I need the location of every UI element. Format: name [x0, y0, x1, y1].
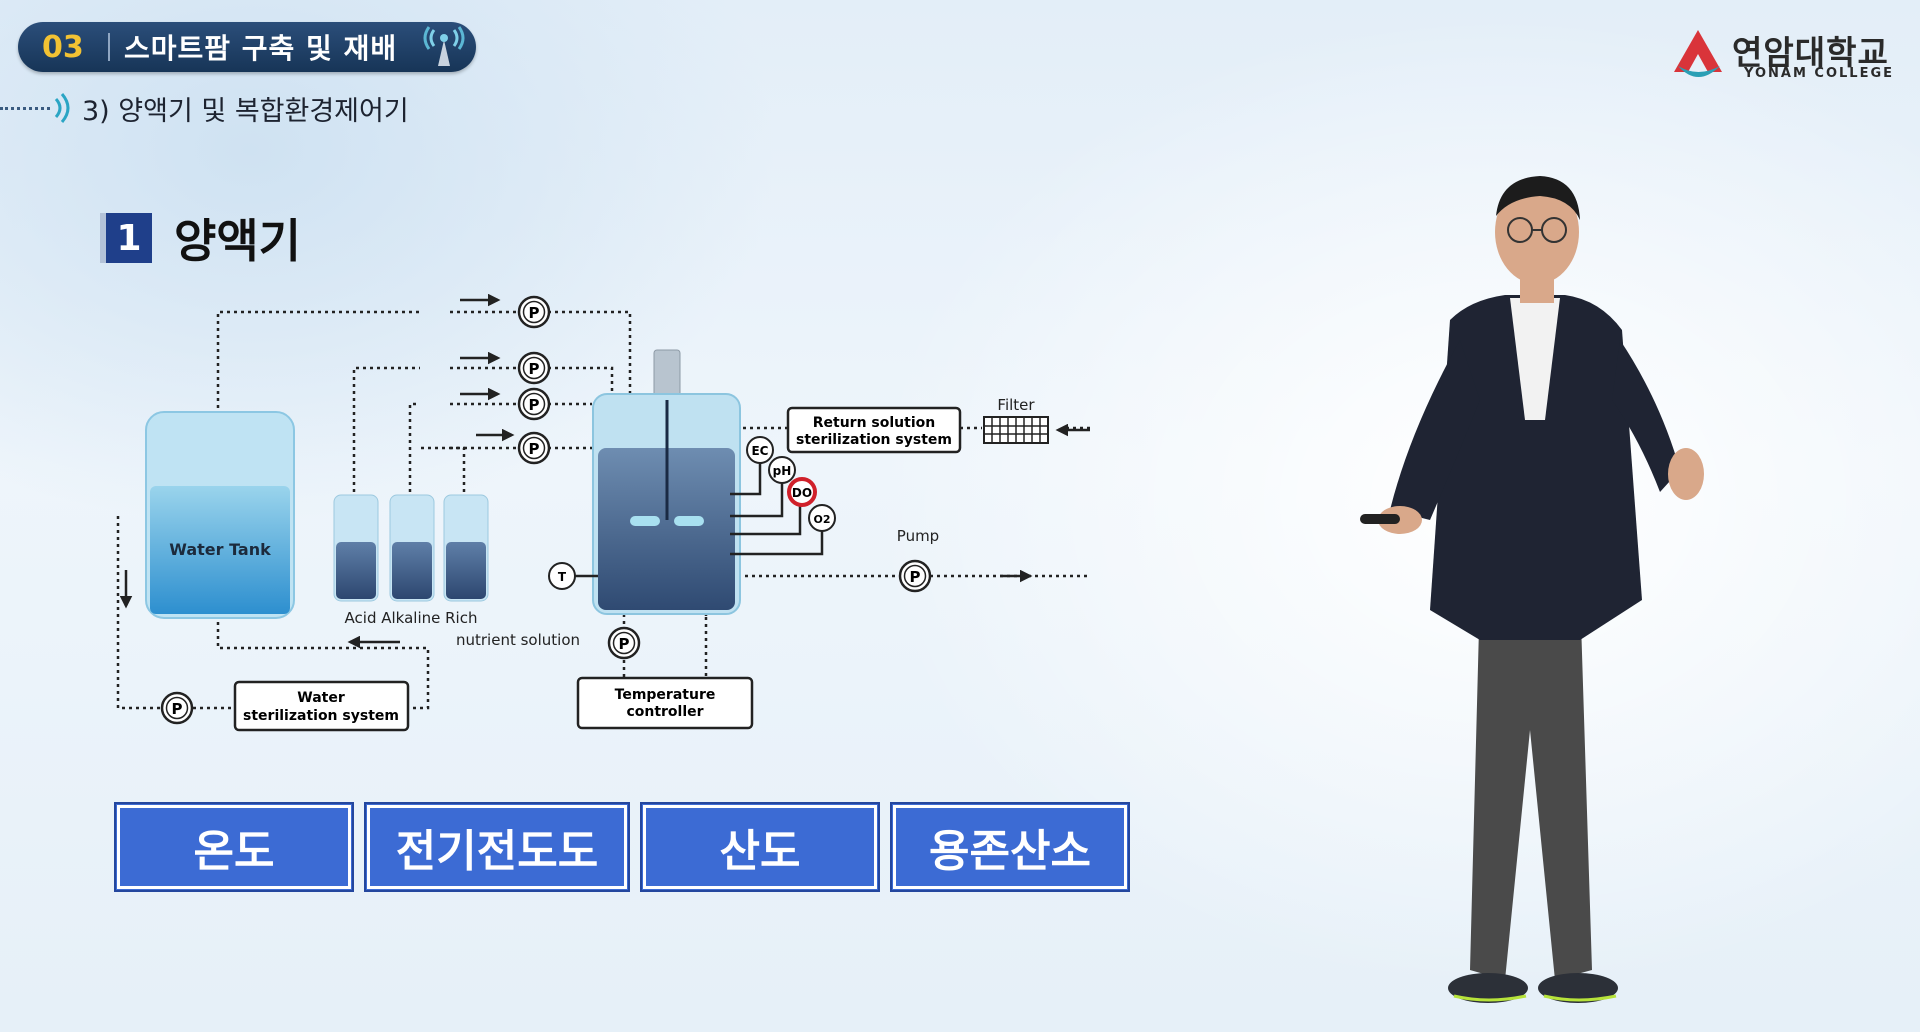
- svg-text:P: P: [529, 360, 540, 378]
- nutrient-system-diagram: Water Tank Acid Alkaline Rich nutrient s…: [100, 280, 1120, 750]
- return-sterilization-box: Return solution sterilization system: [788, 408, 960, 452]
- section-header: 03 스마트팜 구축 및 재배: [18, 22, 476, 72]
- temperature-controller-box: Temperature controller: [578, 678, 752, 728]
- pump-icon: P: [162, 693, 192, 723]
- sensor-ph: pH: [773, 464, 792, 478]
- heading-title: 양액기: [174, 205, 301, 271]
- filter-label: Filter: [997, 396, 1035, 414]
- svg-text:P: P: [529, 440, 540, 458]
- svg-text:sterilization system: sterilization system: [243, 708, 399, 724]
- acid-alkaline-tanks: Acid Alkaline Rich nutrient solution: [334, 495, 580, 649]
- svg-text:Water: Water: [297, 690, 345, 706]
- sensor-do: DO: [792, 486, 812, 500]
- pump-icon: P: [519, 297, 549, 327]
- filter: Filter: [984, 396, 1048, 443]
- signal-icon: [52, 91, 72, 125]
- section-title: 스마트팜 구축 및 재배: [124, 27, 397, 67]
- pump-icon: P: [519, 433, 549, 463]
- pump-icon: P: [609, 628, 639, 658]
- svg-text:P: P: [619, 635, 630, 653]
- thermometer-icon: T: [549, 563, 598, 589]
- water-tank: Water Tank: [146, 412, 294, 618]
- subtitle: 3) 양액기 및 복합환경제어기: [82, 89, 409, 128]
- logo-mark-icon: [1670, 26, 1726, 82]
- sensor-ec: EC: [751, 444, 768, 458]
- dotted-lead: [0, 107, 50, 110]
- param-conductivity: 전기전도도: [364, 802, 630, 892]
- svg-text:P: P: [529, 304, 540, 322]
- svg-text:P: P: [910, 568, 921, 586]
- param-temperature: 온도: [114, 802, 354, 892]
- water-sterilization-box: Water sterilization system: [235, 682, 408, 730]
- college-logo: 연암대학교 YONAM COLLEGE: [1670, 26, 1900, 86]
- water-tank-label: Water Tank: [169, 540, 271, 559]
- pump-label: Pump: [897, 527, 939, 545]
- logo-subtitle: YONAM COLLEGE: [1744, 66, 1894, 81]
- mixing-tank: [593, 350, 740, 614]
- svg-text:controller: controller: [626, 704, 703, 720]
- svg-text:Return solution: Return solution: [813, 415, 935, 431]
- param-acidity: 산도: [640, 802, 880, 892]
- sensor-o2: O2: [813, 513, 830, 526]
- subtitle-row: 3) 양액기 및 복합환경제어기: [0, 88, 409, 128]
- acid-alkaline-label: Acid Alkaline Rich: [345, 609, 478, 627]
- section-number: 03: [42, 30, 108, 65]
- svg-text:Temperature: Temperature: [615, 687, 716, 703]
- svg-text:P: P: [172, 700, 183, 718]
- content-heading: 1 양액기: [100, 205, 301, 271]
- pump-icon: P: [519, 353, 549, 383]
- header-divider: [108, 33, 110, 61]
- presenter: [1330, 170, 1750, 1032]
- svg-text:P: P: [529, 396, 540, 414]
- svg-text:sterilization system: sterilization system: [796, 432, 952, 448]
- heading-number: 1: [100, 213, 152, 263]
- nutrient-label: nutrient solution: [456, 631, 580, 649]
- antenna-icon: [420, 26, 468, 68]
- param-dissolved-oxygen: 용존산소: [890, 802, 1130, 892]
- svg-text:T: T: [558, 570, 567, 584]
- pump-icon: P: [519, 389, 549, 419]
- pump-icon: P: [900, 561, 930, 591]
